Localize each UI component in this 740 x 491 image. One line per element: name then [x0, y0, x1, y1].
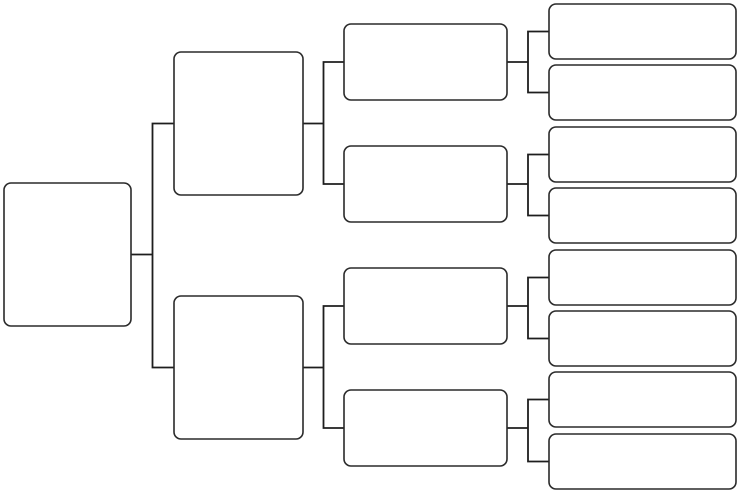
connector-l1-b: [302, 305, 345, 429]
node-box-l1-b: [173, 295, 304, 440]
node-box-l3-a: [548, 3, 737, 60]
node-box-l3-f: [548, 310, 737, 367]
node-box-l2-b: [343, 145, 508, 223]
connector-l2-d: [506, 398, 550, 463]
connector-l2-b: [506, 153, 550, 217]
connector-l2-a: [506, 30, 550, 94]
node-box-root: [3, 182, 132, 327]
node-box-l3-b: [548, 64, 737, 121]
node-box-l3-h: [548, 433, 737, 490]
node-box-l2-a: [343, 23, 508, 101]
node-box-l3-e: [548, 249, 737, 306]
node-box-l3-d: [548, 187, 737, 244]
node-box-l2-c: [343, 267, 508, 345]
connector-l1-a: [302, 61, 345, 185]
connector-root: [130, 122, 175, 369]
connector-lines: [130, 30, 550, 463]
connector-l2-c: [506, 276, 550, 340]
node-box-l1-a: [173, 51, 304, 196]
node-box-l3-c: [548, 126, 737, 183]
node-box-l2-d: [343, 389, 508, 467]
node-boxes: [3, 3, 737, 490]
node-box-l3-g: [548, 371, 737, 428]
